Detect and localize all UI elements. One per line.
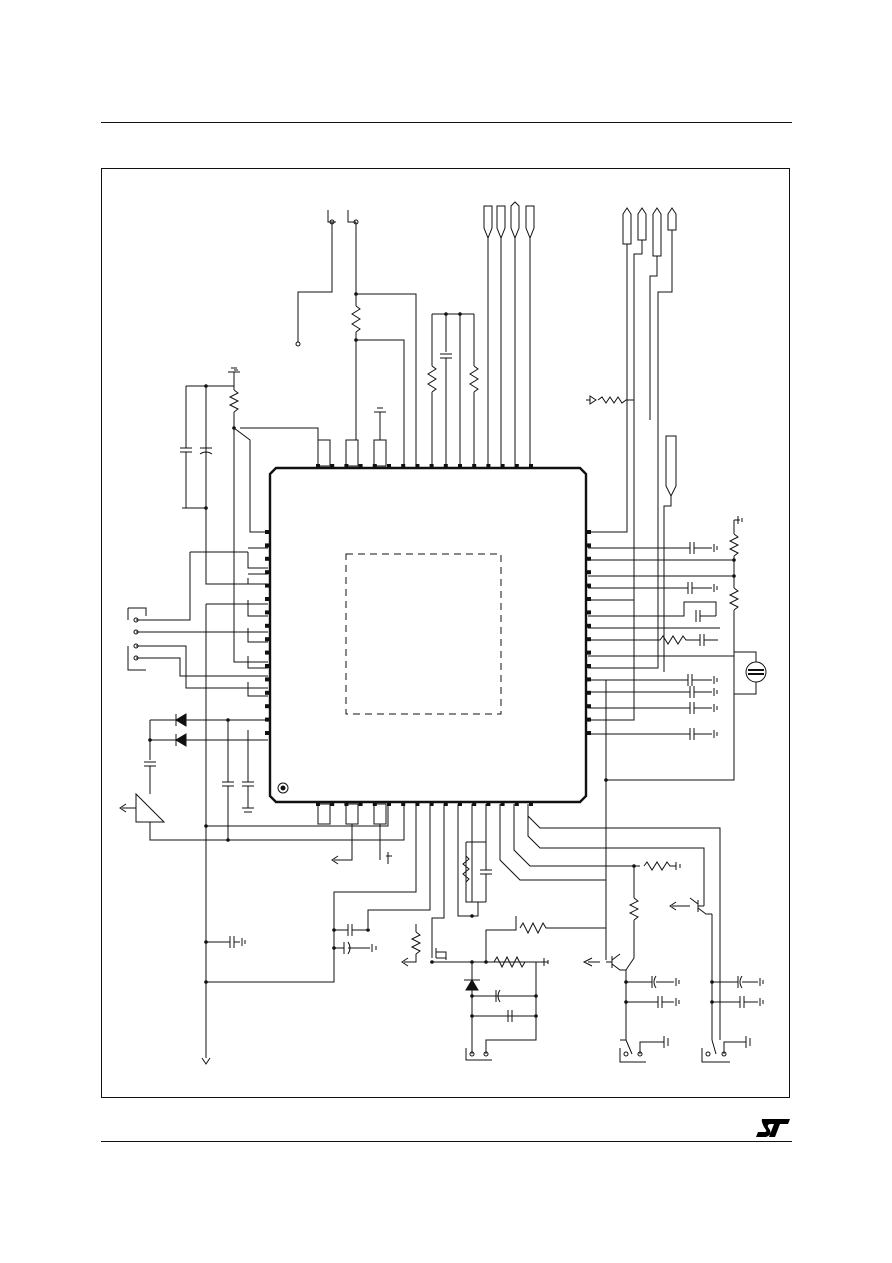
top-connectors [180,201,677,672]
junction-dots [148,292,736,1018]
header-rule [101,122,792,123]
ic-pin-left [265,664,270,668]
ic-pin-bottom [514,801,519,806]
ic-pin-bottom [443,801,448,806]
ic-pin-left [265,570,270,575]
ic-pin-left [265,556,270,561]
ic-pin-left [265,543,270,548]
ic-pin-right [586,731,591,735]
ic-pin-right [586,690,591,695]
ic-pin-left [265,731,270,735]
ic-pin-right [586,597,591,601]
ic-pin-bottom [500,801,505,806]
ic-pin-top [358,464,363,469]
ic-pin-top [415,464,420,469]
ic-pin-left [265,583,270,588]
ic-pin-bottom [387,801,391,806]
ic-pin-right [586,610,591,615]
ic-pin-top [330,464,335,469]
ic-pin-right [586,570,591,575]
st-logo-icon [756,1119,790,1137]
ic-pin-right [586,637,591,642]
ic-pin-bottom [458,801,462,806]
ic-pin-left [265,610,270,615]
ic-pin-right [586,623,591,628]
ic-pin-right [586,543,591,548]
ic-pin-right [586,664,591,668]
ic-pin-right [586,704,591,709]
ic-pin-left [265,677,270,682]
ic-pin-top [387,464,391,469]
ic-pin-bottom [358,801,363,806]
ic-pin-right [586,556,591,561]
ic-pin-left [265,704,270,709]
ic-pin-left [265,597,270,601]
left-wiring [119,428,417,1065]
ic-pins [265,464,591,806]
ic-pin-bottom [401,801,406,806]
ic-pin-bottom [529,801,533,806]
ic-pin-left [265,690,270,695]
ic-pin-top [529,464,533,469]
ic-package [268,466,588,804]
ic-pin-bottom [330,801,335,806]
ic-pin-left [265,623,270,628]
ic-pin-bottom [486,801,491,806]
footer-rule [101,1141,792,1142]
ic-pin-top [500,464,505,469]
ic-pin-left [265,637,270,642]
figure-frame [101,168,790,1098]
ic-pin-bottom [415,801,420,806]
ic-pin-bottom [429,801,434,806]
right-wiring [588,516,767,928]
pin1-marker [277,782,289,794]
ic-pin-top [514,464,519,469]
ic-pin-top [401,464,406,469]
ic-pin-right [586,677,591,682]
ic-pin-right [586,650,591,655]
ic-pin-bottom [472,801,477,806]
ic-pin-left [265,650,270,655]
exposed-pad-outline [345,553,502,715]
ic-pin-right [586,583,591,588]
bottom-wiring [317,803,764,1063]
